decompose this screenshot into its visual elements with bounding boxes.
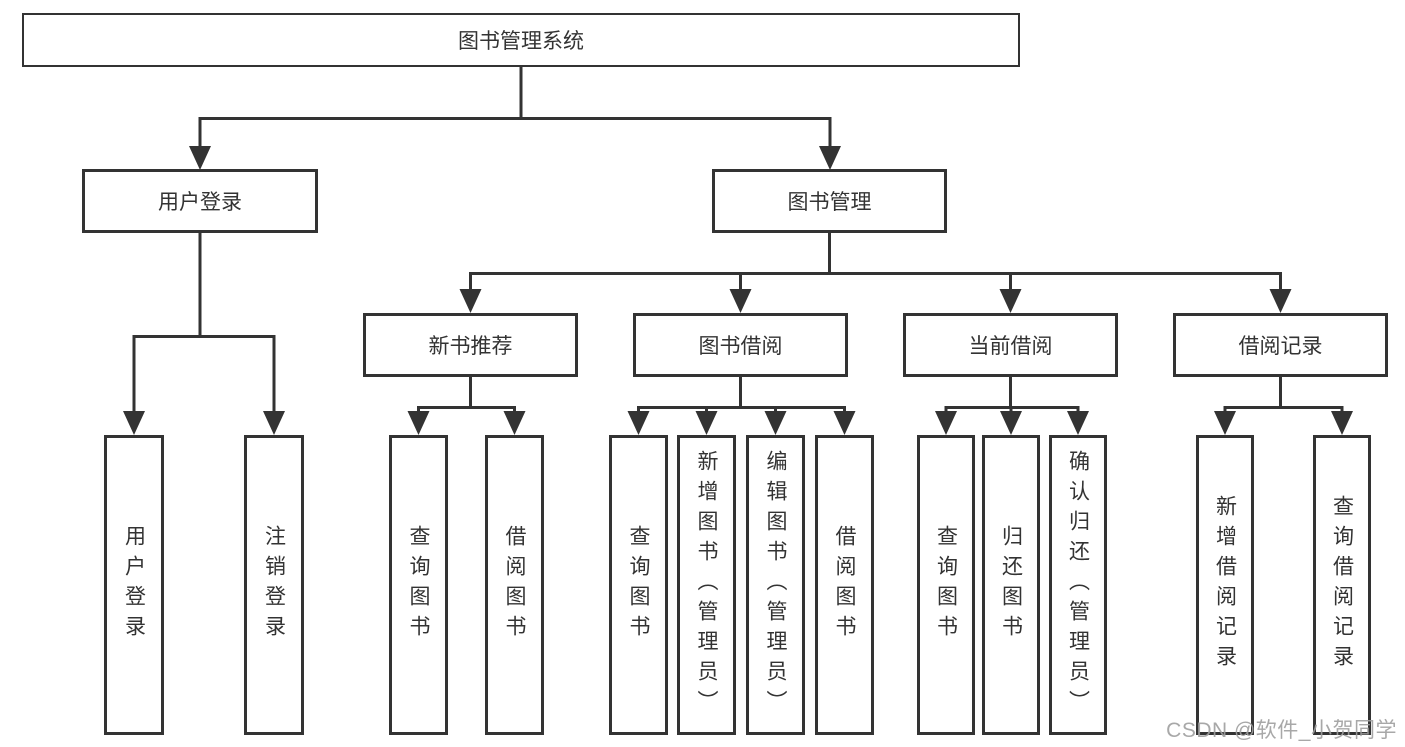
leaf-add-borrow-record: 新增借阅记录: [1196, 435, 1254, 735]
node-current-borrow: 当前借阅: [903, 313, 1118, 377]
leaf-add-book-admin: 新增图书（管理员）: [677, 435, 736, 735]
leaf-borrow-book-under-borrow: 借阅图书: [815, 435, 874, 735]
leaf-label: 查询图书: [407, 525, 430, 645]
leaf-edit-book-admin: 编辑图书（管理员）: [746, 435, 805, 735]
leaf-logout: 注销登录: [244, 435, 304, 735]
leaf-borrow-book-under-recommend: 借阅图书: [485, 435, 544, 735]
node-borrow-records: 借阅记录: [1173, 313, 1388, 377]
node-book-borrow: 图书借阅: [633, 313, 848, 377]
leaf-label: 借阅图书: [833, 525, 856, 645]
leaf-query-book-under-borrow: 查询图书: [609, 435, 668, 735]
leaf-label: 注销登录: [262, 525, 286, 645]
leaf-label: 确认归还（管理员）: [1066, 450, 1090, 720]
node-user-login: 用户登录: [82, 169, 318, 233]
node-root: 图书管理系统: [22, 13, 1020, 67]
leaf-query-book-under-current: 查询图书: [917, 435, 975, 735]
csdn-watermark: CSDN @软件_小贺同学: [1166, 719, 1397, 742]
arrowhead-icons: [123, 146, 1353, 435]
leaf-label: 借阅图书: [503, 525, 526, 645]
leaf-query-book-under-recommend: 查询图书: [389, 435, 448, 735]
leaf-return-book: 归还图书: [982, 435, 1040, 735]
leaf-user-login: 用户登录: [104, 435, 164, 735]
leaf-label: 用户登录: [122, 525, 146, 645]
leaf-label: 新增图书（管理员）: [695, 450, 718, 720]
leaf-label: 查询图书: [627, 525, 650, 645]
leaf-label: 查询图书: [934, 525, 958, 645]
leaf-confirm-return-admin: 确认归还（管理员）: [1049, 435, 1107, 735]
leaf-label: 编辑图书（管理员）: [764, 450, 787, 720]
node-book-management: 图书管理: [712, 169, 947, 233]
node-new-book-recommend: 新书推荐: [363, 313, 578, 377]
leaf-query-borrow-record: 查询借阅记录: [1313, 435, 1371, 735]
tree-edges: [132, 67, 1344, 413]
leaf-label: 归还图书: [999, 525, 1023, 645]
leaf-label: 新增借阅记录: [1213, 495, 1237, 675]
leaf-label: 查询借阅记录: [1330, 495, 1354, 675]
